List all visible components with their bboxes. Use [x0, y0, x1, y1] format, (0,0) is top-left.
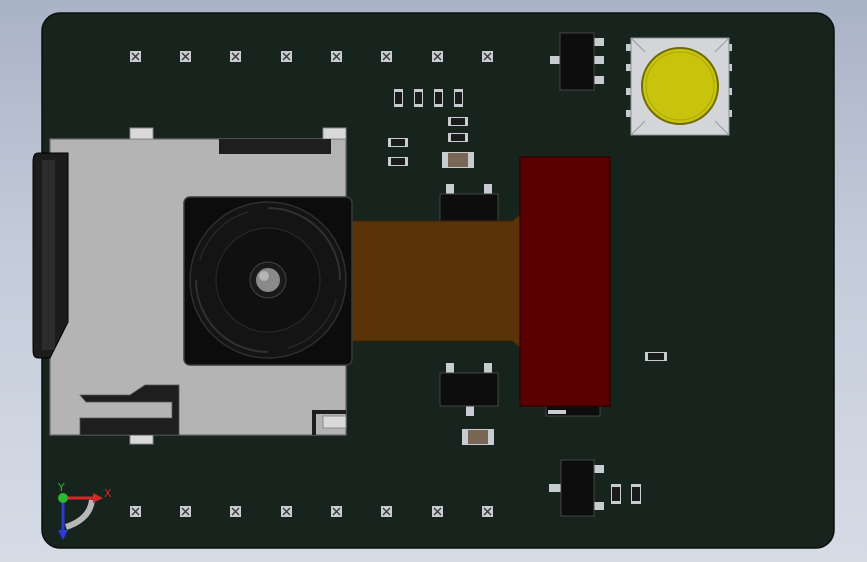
resistor-array-top [394, 89, 463, 107]
resistor-pair-bottom [611, 484, 641, 504]
flex-cable [329, 211, 523, 351]
voltage-regulator-top [550, 32, 604, 91]
triad-x-label: X [104, 487, 112, 500]
pin-pad [180, 51, 191, 62]
pin-pad [281, 506, 292, 517]
pin-pad [482, 51, 493, 62]
pin-pad [230, 51, 241, 62]
pin-pad [381, 51, 392, 62]
pin-pad [130, 506, 141, 517]
transistor-lower [439, 363, 499, 416]
capacitor-top [442, 152, 474, 168]
transistor-upper [439, 184, 499, 222]
pin-pad [432, 506, 443, 517]
pin-pad [381, 506, 392, 517]
pin-pad [432, 51, 443, 62]
resistor-right [645, 352, 667, 361]
pin-pad [331, 506, 342, 517]
triad-y-label: Y [57, 481, 65, 494]
pin-pad [130, 51, 141, 62]
capacitor-bottom [462, 429, 494, 445]
pin-pad [331, 51, 342, 62]
camera-lens [256, 268, 280, 292]
push-button[interactable] [626, 37, 732, 136]
pin-pad [281, 51, 292, 62]
resistor-stack [448, 117, 468, 142]
camera-module [183, 196, 353, 366]
camera-connector [519, 156, 611, 417]
bottom-pin-header [130, 506, 493, 517]
voltage-regulator-bottom [549, 459, 604, 517]
coordinate-triad-icon: X Y [57, 481, 112, 540]
pin-pad [180, 506, 191, 517]
pin-pad [482, 506, 493, 517]
button-cap[interactable] [641, 47, 719, 125]
top-pin-header [130, 51, 493, 62]
pin-pad [230, 506, 241, 517]
resistor-pair-left [388, 138, 408, 166]
